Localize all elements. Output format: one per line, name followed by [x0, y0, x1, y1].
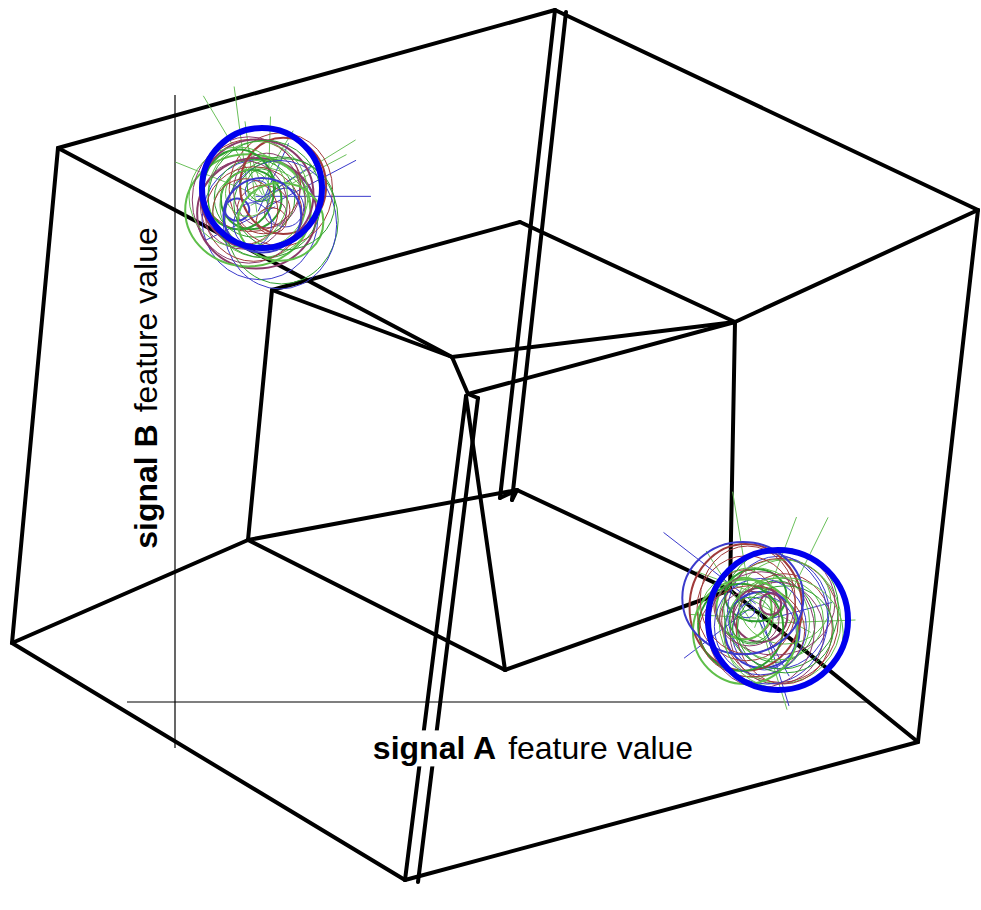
- cube-edge: [520, 222, 735, 322]
- cluster-circle: [200, 161, 287, 249]
- cluster-circle: [760, 593, 781, 615]
- cube-edge: [58, 10, 555, 148]
- cluster-circle: [700, 546, 795, 654]
- cube-edge: [452, 357, 468, 394]
- x-axis: [127, 701, 870, 702]
- cluster-circle: [208, 140, 322, 258]
- y-axis: [174, 95, 175, 748]
- axis-caption: feature value: [506, 730, 695, 766]
- cube-edge: [512, 490, 517, 500]
- cube-edge: [272, 290, 452, 357]
- cube-edge: [405, 396, 466, 880]
- axis-caption: feature value: [128, 225, 164, 414]
- axis-label: signal B feature value: [129, 225, 164, 550]
- clusters: [176, 86, 856, 709]
- cluster-circle: [197, 158, 316, 268]
- cluster-circle: [699, 586, 804, 677]
- signal-name: signal A: [371, 730, 498, 766]
- cluster-circle: [737, 586, 833, 673]
- cluster-circle: [245, 180, 270, 201]
- cube-edge: [466, 396, 505, 670]
- cube-edge: [500, 10, 555, 498]
- cube-edge: [555, 10, 978, 210]
- cube-edge: [468, 322, 735, 394]
- cluster-circle: [729, 597, 773, 642]
- cube-edge: [735, 210, 978, 322]
- cube-edge: [512, 12, 566, 500]
- cube-edge: [730, 590, 918, 742]
- cube-edge: [12, 148, 58, 643]
- cluster-circle: [714, 578, 806, 674]
- cube-edge: [58, 148, 452, 357]
- cube-edge: [248, 490, 517, 540]
- cube-edge: [248, 290, 272, 540]
- cube-edge: [918, 210, 978, 742]
- cube-edge: [12, 643, 405, 880]
- axis-label: signal Afeature value: [371, 731, 695, 766]
- highlight-circle: [202, 128, 322, 248]
- hypercube-wireframe: [12, 10, 978, 882]
- cluster-circle: [720, 591, 779, 646]
- circle-cluster: [664, 492, 856, 710]
- cube-edge: [505, 590, 730, 670]
- cube-edge: [452, 322, 735, 357]
- highlight-circle: [708, 550, 848, 690]
- axes: [127, 95, 870, 748]
- cube-edge: [248, 540, 505, 670]
- cluster-circle: [697, 568, 809, 678]
- signal-name: signal B: [128, 422, 164, 550]
- circle-cluster: [176, 86, 371, 289]
- cube-edge: [12, 540, 248, 643]
- cluster-circle: [213, 168, 311, 258]
